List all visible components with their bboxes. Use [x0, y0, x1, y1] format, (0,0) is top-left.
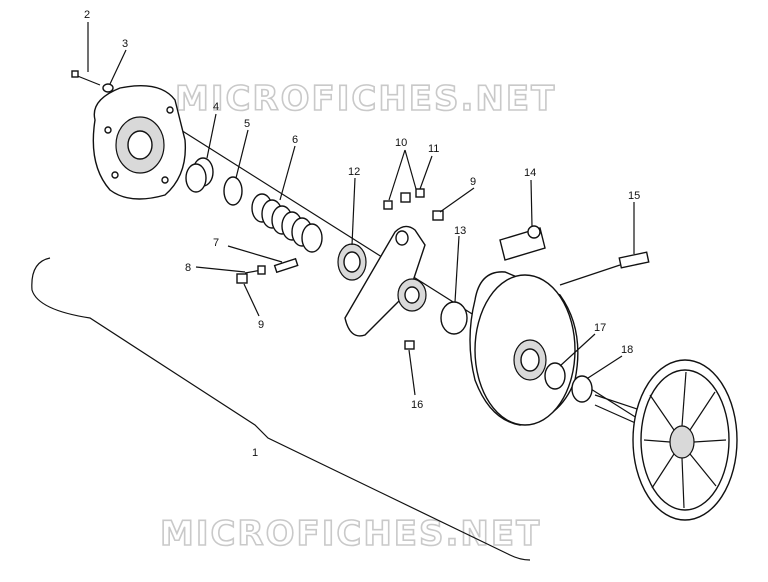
callout-15: 15 — [628, 190, 640, 202]
roller-part — [337, 243, 367, 281]
callout-12: 12 — [348, 166, 360, 178]
spring-part — [251, 193, 323, 253]
fixed-sheave — [594, 359, 738, 521]
callout-4: 4 — [213, 101, 219, 113]
callout-10: 10 — [395, 137, 407, 149]
callout-8: 8 — [185, 262, 191, 274]
callout-16: 16 — [411, 399, 423, 411]
nut-part-right — [432, 210, 444, 221]
callout-14: 14 — [524, 167, 536, 179]
cover-plate — [92, 85, 187, 200]
washer-13-part — [440, 301, 468, 335]
snap-ring-part — [223, 176, 243, 206]
nut-part-left — [236, 273, 248, 284]
callout-9-left: 9 — [258, 319, 264, 331]
callout-11: 11 — [428, 143, 439, 155]
callout-18: 18 — [621, 344, 633, 356]
small-hardware — [383, 188, 425, 210]
nut-16-part — [404, 340, 415, 350]
callout-6: 6 — [292, 134, 298, 146]
spider-arm — [344, 225, 427, 337]
watermark-bottom: MICROFICHES.NET — [160, 514, 541, 554]
callout-7: 7 — [213, 237, 219, 249]
callout-2: 2 — [84, 9, 90, 21]
watermark-top: MICROFICHES.NET — [175, 79, 556, 119]
ring-18-part — [571, 375, 593, 403]
shaft-pin-part — [559, 251, 650, 286]
callout-3: 3 — [122, 38, 128, 50]
washer-part — [102, 83, 114, 93]
pin-bolt-part — [244, 265, 266, 275]
callout-17: 17 — [594, 322, 606, 334]
bracket-14-part — [499, 225, 546, 261]
callout-13: 13 — [454, 225, 466, 237]
ring-part — [185, 157, 214, 193]
leader-lines — [87, 22, 635, 396]
callout-5: 5 — [244, 118, 250, 130]
assembly-bracket — [31, 257, 531, 561]
pin-part — [273, 257, 299, 274]
callout-numbers: 2 3 4 5 6 7 8 9 10 11 12 9 13 14 15 16 1… — [84, 9, 640, 459]
callout-1: 1 — [252, 447, 258, 459]
ring-17-part — [544, 362, 566, 390]
bolt-part — [71, 70, 101, 86]
moveable-sheave — [469, 271, 579, 426]
callout-9-right: 9 — [470, 176, 476, 188]
